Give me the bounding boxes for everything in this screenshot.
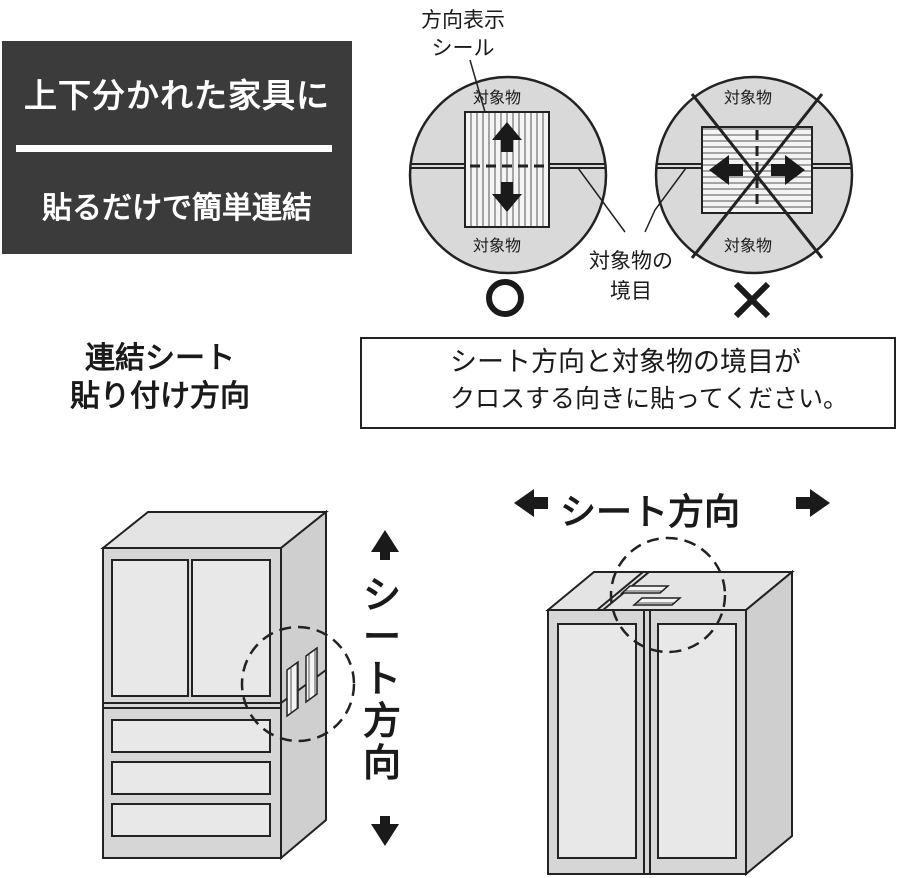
boundary-label-line-2: 境目 [610,279,652,303]
headline-line-2: 貼るだけで簡単連結 [42,191,312,226]
seal-label: 方向表示 シール [404,6,522,62]
warning-line-2: クロスする向きに貼ってください。 [450,384,849,413]
correct-mark-icon [486,279,524,317]
warning-box: シート方向と対象物の境目が クロスする向きに貼ってください。 [360,337,896,429]
boundary-label: 対象物の 境目 [572,246,690,306]
sheet-direction-horizontal-label: シート方向 [560,492,741,533]
wrong-example-circle [654,75,854,275]
correct-example-circle [408,75,608,275]
object-label-top-left: 対象物 [473,88,522,107]
arrow-left-icon [514,489,548,517]
warning-line-1: シート方向と対象物の境目が [450,347,801,378]
object-label-top-right: 対象物 [724,88,773,107]
side-by-side-cabinet-illustration [545,536,795,877]
seal-label-line-2: シール [431,36,495,60]
arrow-up-icon [371,530,399,560]
section-title-line-2: 貼り付け方向 [70,379,250,414]
headline-box: 上下分かれた家具に 貼るだけで簡単連結 [2,41,352,254]
object-label-bottom-left: 対象物 [473,236,522,255]
object-label-bottom-right: 対象物 [724,236,773,255]
headline-line-1: 上下分かれた家具に [24,76,330,115]
arrow-right-icon [796,489,830,517]
arrow-down-icon [371,816,399,846]
headline-divider [16,145,332,152]
split-cabinet-illustration [100,509,356,861]
section-title-line-1: 連結シート [85,341,235,376]
sheet-direction-vertical-label: シート方向 [362,573,401,785]
wrong-mark-icon [733,281,771,319]
boundary-label-line-1: 対象物の [589,249,673,273]
warning-text: シート方向と対象物の境目が クロスする向きに貼ってください。 [450,345,848,417]
seal-label-line-1: 方向表示 [421,8,505,32]
section-title: 連結シート 貼り付け方向 [40,340,280,416]
